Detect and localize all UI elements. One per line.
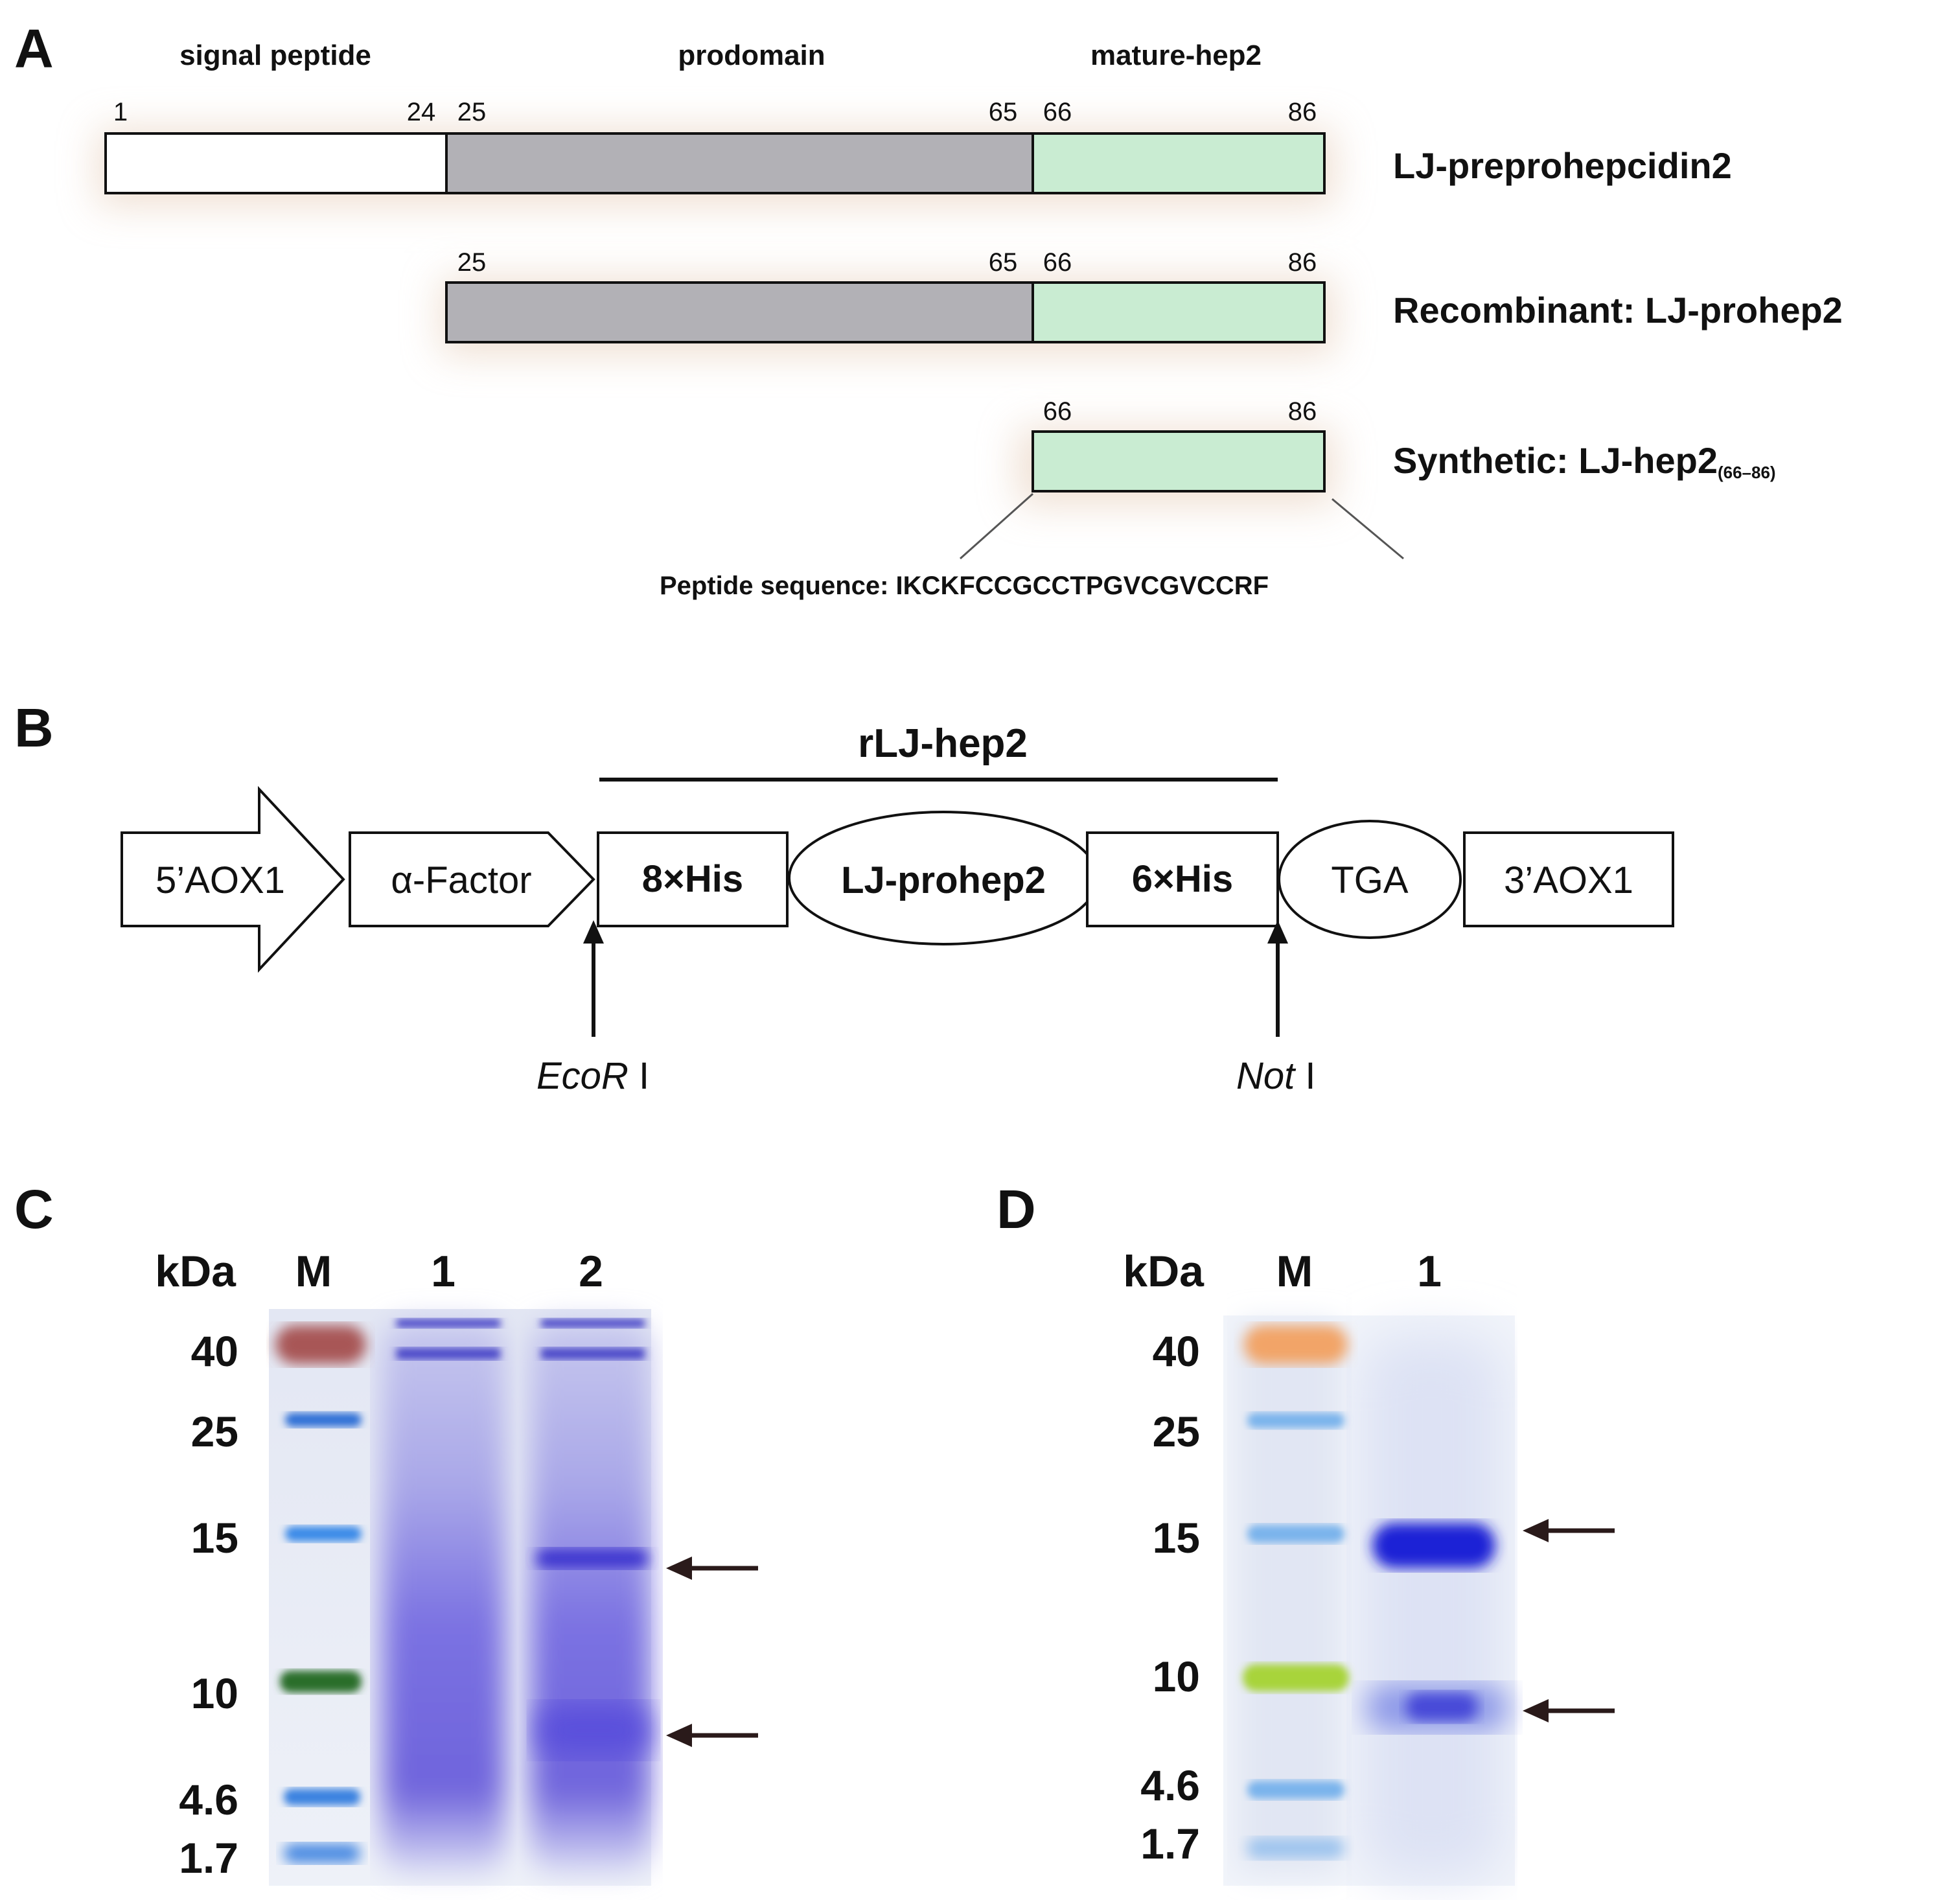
gel-d-lane-1: 1	[1417, 1247, 1442, 1296]
aox1-terminator-box	[1463, 831, 1674, 927]
prodomain-segment-recomb	[445, 281, 1034, 343]
pos-66-recomb: 66	[1043, 248, 1072, 277]
pos-25: 25	[457, 98, 487, 126]
panel-label-b: B	[14, 697, 54, 758]
gel-d-marker-25: 25	[1153, 1408, 1200, 1455]
peptide-sequence: Peptide sequence: IKCKFCCGCCTPGVCGVCCRF	[660, 572, 1269, 600]
gel-c-lane-2: 2	[579, 1247, 603, 1296]
label-synthetic: Synthetic: LJ-hep2(66–86)	[1393, 440, 1776, 482]
noti-arrow-head	[1267, 920, 1288, 944]
site-noti: Not I	[1236, 1055, 1316, 1097]
his8-box	[597, 831, 789, 927]
element-alpha-factor: α-Factor	[391, 859, 531, 901]
his6-box	[1086, 831, 1279, 927]
gel-c-arrow-lower-head	[666, 1724, 692, 1747]
element-5aox1: 5’AOX1	[156, 859, 285, 901]
pos-65: 65	[989, 98, 1018, 126]
gel-c-marker-10: 10	[191, 1669, 238, 1717]
panel-label-c: C	[14, 1179, 54, 1240]
gel-c-marker-25: 25	[191, 1408, 238, 1455]
gel-c-lane-m: M	[295, 1247, 332, 1296]
gel-d-unit: kDa	[1123, 1247, 1205, 1296]
mature-segment-recomb	[1032, 281, 1326, 343]
gel-c-lane-1: 1	[431, 1247, 455, 1296]
element-6xhis: 6×His	[1132, 858, 1233, 900]
gel-d-marker-40: 40	[1153, 1327, 1200, 1375]
tga-ellipse	[1278, 820, 1462, 939]
gel-c	[269, 1309, 651, 1886]
pos-65-recomb: 65	[989, 248, 1018, 277]
pos-66-synth: 66	[1043, 397, 1072, 426]
gel-d-arrow-lower-head	[1523, 1699, 1549, 1722]
element-8xhis: 8×His	[642, 858, 743, 900]
label-recombinant: Recombinant: LJ-prohep2	[1393, 290, 1843, 330]
aox1-promoter-arrow	[121, 785, 345, 973]
header-prodomain: prodomain	[678, 40, 825, 71]
site-ecori: EcoR I	[536, 1055, 649, 1097]
sequence-callout-left	[960, 492, 1033, 560]
alpha-factor-box	[349, 831, 595, 927]
element-3aox1: 3’AOX1	[1504, 859, 1633, 901]
gel-d-marker-10: 10	[1153, 1652, 1200, 1700]
element-lj-prohep2: LJ-prohep2	[841, 859, 1046, 901]
gel-c-marker-40: 40	[191, 1327, 238, 1375]
panel-label-a: A	[14, 18, 54, 79]
gel-c-arrow-upper-head	[666, 1557, 692, 1580]
pos-1: 1	[113, 98, 128, 126]
pos-25-recomb: 25	[457, 248, 487, 277]
element-tga: TGA	[1331, 859, 1409, 901]
gel-c-marker-4-6: 4.6	[179, 1776, 238, 1824]
label-preprohepcidin: LJ-preprohepcidin2	[1393, 145, 1732, 186]
gel-d-lane-m: M	[1276, 1247, 1313, 1296]
header-signal-peptide: signal peptide	[179, 40, 371, 71]
gel-c-unit: kDa	[155, 1247, 236, 1296]
panel-label-d: D	[997, 1179, 1036, 1240]
mature-segment	[1032, 132, 1326, 194]
gel-c-marker-15: 15	[191, 1514, 238, 1562]
gel-d-marker-15: 15	[1153, 1514, 1200, 1562]
gel-d-marker-4-6: 4.6	[1140, 1761, 1200, 1809]
pos-24: 24	[407, 98, 436, 126]
ecori-arrow-head	[583, 920, 604, 944]
prodomain-segment	[445, 132, 1034, 194]
gel-c-marker-1-7: 1.7	[179, 1834, 238, 1882]
construct-title: rLJ-hep2	[858, 721, 1028, 766]
mature-segment-synth	[1032, 430, 1326, 492]
pos-86-recomb: 86	[1288, 248, 1317, 277]
gel-d-marker-1-7: 1.7	[1140, 1820, 1200, 1868]
sequence-callout-right	[1332, 498, 1404, 560]
pos-86-synth: 86	[1288, 397, 1317, 426]
gel-d-arrow-upper-head	[1523, 1519, 1549, 1542]
header-mature-hep2: mature-hep2	[1090, 40, 1262, 71]
pos-86: 86	[1288, 98, 1317, 126]
pos-66: 66	[1043, 98, 1072, 126]
gel-d	[1223, 1315, 1515, 1886]
signal-peptide-segment	[104, 132, 448, 194]
